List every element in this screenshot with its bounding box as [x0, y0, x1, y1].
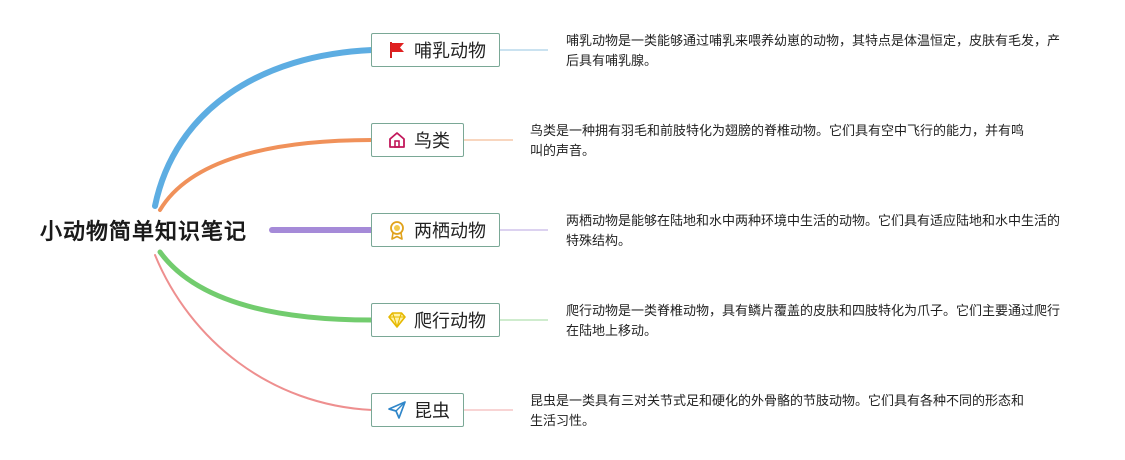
node-label: 两栖动物	[414, 221, 486, 242]
node-label: 昆虫	[414, 401, 450, 422]
description-insect: 昆虫是一类具有三对关节式足和硬化的外骨骼的节肢动物。它们具有各种不同的形态和生活…	[530, 394, 1025, 429]
award-medal-icon	[386, 219, 408, 241]
branch-line-insect	[154, 254, 373, 411]
node-label: 爬行动物	[414, 311, 486, 332]
node-label: 哺乳动物	[414, 41, 486, 62]
node-reptile[interactable]: 爬行动物	[371, 303, 500, 337]
node-insect[interactable]: 昆虫	[371, 393, 464, 427]
node-bird[interactable]: 鸟类	[371, 123, 464, 157]
house-icon	[386, 129, 408, 151]
branch-line-bird	[158, 138, 374, 212]
diamond-icon	[386, 309, 408, 331]
branch-line-reptile	[157, 249, 375, 323]
root-topic[interactable]: 小动物简单知识笔记	[40, 220, 248, 245]
branch-line-mammal	[152, 47, 375, 209]
description-bird: 鸟类是一种拥有羽毛和前肢特化为翅膀的脊椎动物。它们具有空中飞行的能力，并有鸣叫的…	[530, 124, 1025, 159]
description-reptile: 爬行动物是一类脊椎动物，具有鳞片覆盖的皮肤和四肢特化为爪子。它们主要通过爬行在陆…	[566, 304, 1061, 339]
description-amphibian: 两栖动物是能够在陆地和水中两种环境中生活的动物。它们具有适应陆地和水中生活的特殊…	[566, 214, 1061, 249]
node-amphibian[interactable]: 两栖动物	[371, 213, 500, 247]
description-mammal: 哺乳动物是一类能够通过哺乳来喂养幼崽的动物，其特点是体温恒定，皮肤有毛发，产后具…	[566, 34, 1061, 69]
red-flag-icon	[386, 39, 408, 61]
paper-plane-icon	[386, 399, 408, 421]
node-mammal[interactable]: 哺乳动物	[371, 33, 500, 67]
node-label: 鸟类	[414, 131, 450, 152]
